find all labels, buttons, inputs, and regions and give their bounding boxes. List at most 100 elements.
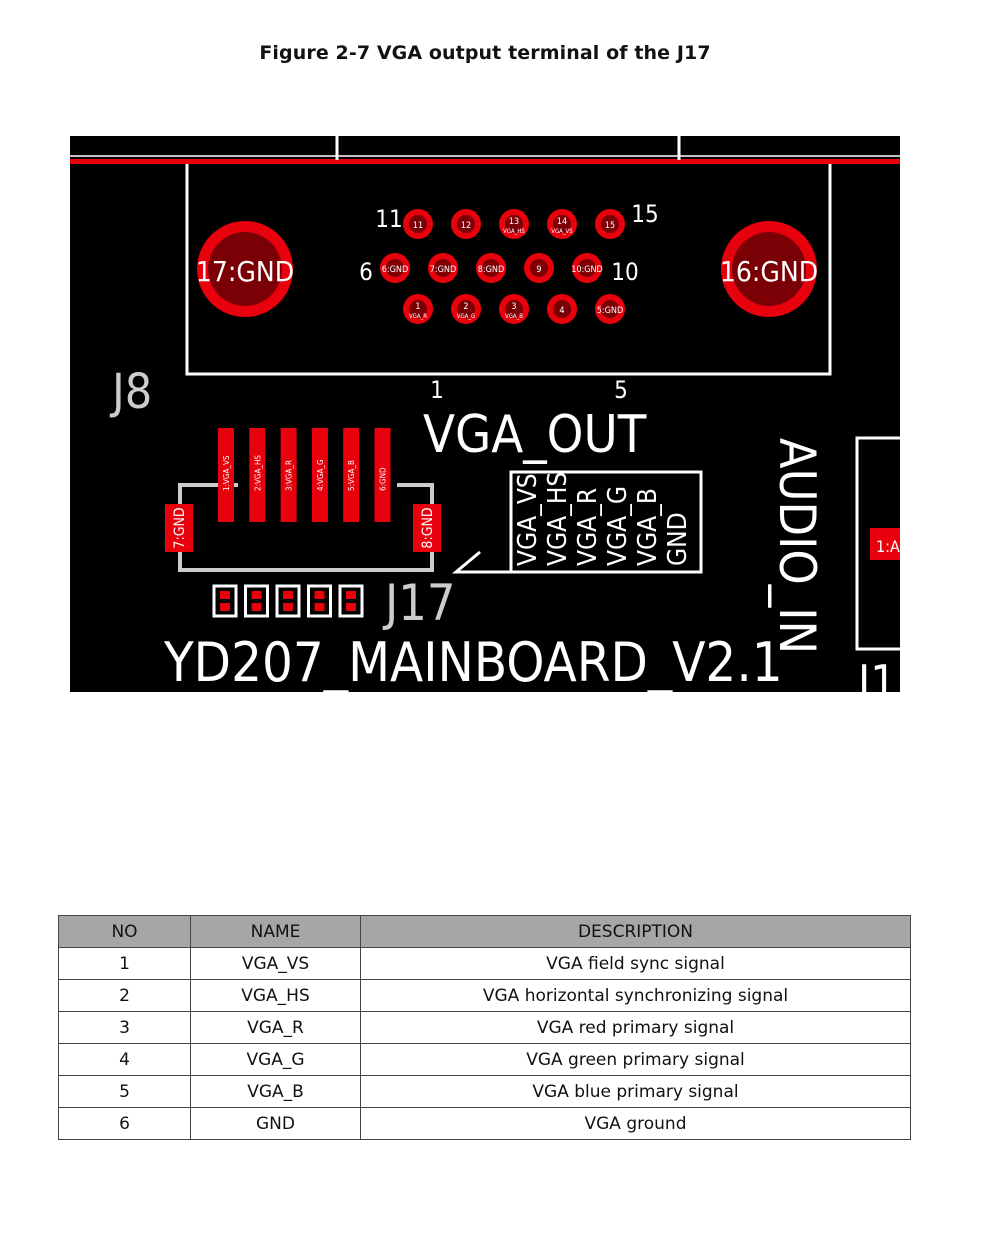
small-pad: [307, 584, 332, 618]
j8-label: J8: [109, 364, 152, 420]
cell-name: GND: [190, 1107, 361, 1140]
callout-signal: VGA_B: [633, 488, 663, 566]
signal-callout-box: [509, 470, 703, 574]
cell-name: VGA_R: [190, 1011, 361, 1044]
j17-pad-label: 3:VGA_R: [285, 460, 294, 491]
vga-pin-label: 5:GND: [597, 306, 623, 316]
small-pad: [338, 584, 364, 618]
cell-description: VGA ground: [360, 1107, 911, 1140]
vga-pin-label: 3: [511, 302, 516, 312]
j17-pad: [374, 428, 391, 522]
cell-description: VGA field sync signal: [360, 947, 911, 980]
cell-name: VGA_G: [190, 1043, 361, 1076]
j17-pad: [218, 428, 234, 522]
table-row: 2 VGA_HS VGA horizontal synchronizing si…: [58, 979, 911, 1012]
j17-pad: [311, 428, 328, 522]
cell-description: VGA green primary signal: [360, 1043, 911, 1076]
table-row: 1 VGA_VS VGA field sync signal: [58, 947, 911, 980]
vga-signal-table: NO NAME DESCRIPTION 1 VGA_VS VGA field s…: [58, 915, 911, 1140]
vga-pin-label: 9: [536, 265, 541, 275]
board-edge-trace: [70, 159, 900, 164]
vga-connector-outline: [185, 164, 832, 376]
mount-right-label: 16:GND: [720, 255, 818, 288]
cell-no: 6: [58, 1107, 191, 1140]
vga-pin-label: 2: [463, 302, 468, 312]
table-row: 5 VGA_B VGA blue primary signal: [58, 1075, 911, 1108]
vga-pin-label: 6:GND: [382, 265, 408, 275]
mount-hole-left: 17:GND: [196, 221, 294, 317]
cell-name: VGA_VS: [190, 947, 361, 980]
vga-pin-label: 4: [559, 306, 564, 316]
j1-label: J1: [855, 655, 897, 692]
cell-description: VGA red primary signal: [360, 1011, 911, 1044]
table-row: 6 GND VGA ground: [58, 1107, 911, 1140]
small-pad: [244, 584, 269, 618]
cell-description: VGA blue primary signal: [360, 1075, 911, 1108]
pin-row-number: 1: [430, 376, 444, 404]
j17-side-pad-right: 8:GND: [413, 504, 441, 552]
j17-pad: [343, 428, 360, 522]
vga-pin-signal: VGA_VS: [551, 228, 573, 235]
table-row: 4 VGA_G VGA green primary signal: [58, 1043, 911, 1076]
audio-pad: [870, 528, 900, 560]
mount-hole-right: 16:GND: [720, 221, 818, 317]
pin-row-number: 5: [614, 376, 628, 404]
j17-pad-label: 1:VGA_VS: [222, 455, 231, 491]
pin-row-number: 6: [359, 258, 373, 286]
cell-no: 1: [58, 947, 191, 980]
callout-signal: VGA_VS: [513, 473, 543, 566]
small-pad-row: [212, 584, 364, 618]
cell-no: 4: [58, 1043, 191, 1076]
vga-pin-label: 13: [509, 217, 519, 227]
small-pad: [212, 584, 238, 618]
j17-pad-row: 1:VGA_VS 2:VGA_HS 3:VGA_R 4:VGA_G 5:VGA_B 6:G…: [218, 428, 391, 522]
pin-row-number: 11: [375, 205, 402, 233]
j17-pad: [249, 428, 266, 522]
cell-description: VGA horizontal synchronizing signal: [360, 979, 911, 1012]
j17-pad-label: 4:VGA_G: [316, 459, 325, 491]
table-row: 3 VGA_R VGA red primary signal: [58, 1011, 911, 1044]
audio-in-label: AUDIO_IN: [768, 438, 826, 654]
vga-pin-label: 14: [557, 217, 567, 227]
callout-leader: [451, 550, 511, 574]
cell-no: 5: [58, 1075, 191, 1108]
vga-pin-signal: VGA_R: [409, 313, 427, 320]
pin-row-number: 15: [631, 200, 658, 228]
vga-pin-label: 11: [413, 221, 423, 231]
cell-name: VGA_B: [190, 1075, 361, 1108]
j17-label: J17: [382, 574, 455, 632]
header-name: NAME: [190, 915, 361, 948]
callout-signal: VGA_G: [603, 486, 633, 566]
vga-pin-label: 7:GND: [430, 265, 456, 275]
cell-no: 2: [58, 979, 191, 1012]
vga-pin-signal: VGA_HS: [503, 228, 525, 235]
table-header-row: NO NAME DESCRIPTION: [58, 915, 911, 948]
j17-pad-label: 6:GND: [379, 467, 388, 491]
board-name: YD207_MAINBOARD_V2.1: [163, 631, 783, 692]
vga-pin-label: 15: [605, 221, 615, 231]
vga-pin-signal: VGA_G: [457, 313, 475, 320]
j17-side-pad-label: 7:GND: [172, 507, 188, 548]
j17-side-pad-left: 7:GND: [165, 504, 193, 552]
pin-row-number: 10: [611, 258, 638, 286]
audio-connector-outline: [855, 436, 900, 651]
callout-signal: VGA_HS: [543, 472, 573, 566]
audio-pad-label: 1:AU: [876, 537, 900, 556]
vga-pin-label: 12: [461, 221, 471, 231]
cell-no: 3: [58, 1011, 191, 1044]
vga-out-label: VGA_OUT: [423, 405, 647, 465]
j17-pad: [280, 428, 297, 522]
vga-pin-label: 10:GND: [571, 265, 603, 275]
j17-pad-label: 5:VGA_B: [347, 460, 356, 491]
vga-pin-label: 1: [415, 302, 420, 312]
j17-pad-label: 2:VGA_HS: [253, 455, 262, 491]
figure-caption: Figure 2-7 VGA output terminal of the J1…: [259, 42, 711, 64]
mount-left-label: 17:GND: [196, 255, 294, 288]
j17-outline: [178, 483, 434, 572]
j17-side-pad-label: 8:GND: [420, 507, 436, 548]
cell-name: VGA_HS: [190, 979, 361, 1012]
callout-signal: GND: [663, 512, 693, 566]
